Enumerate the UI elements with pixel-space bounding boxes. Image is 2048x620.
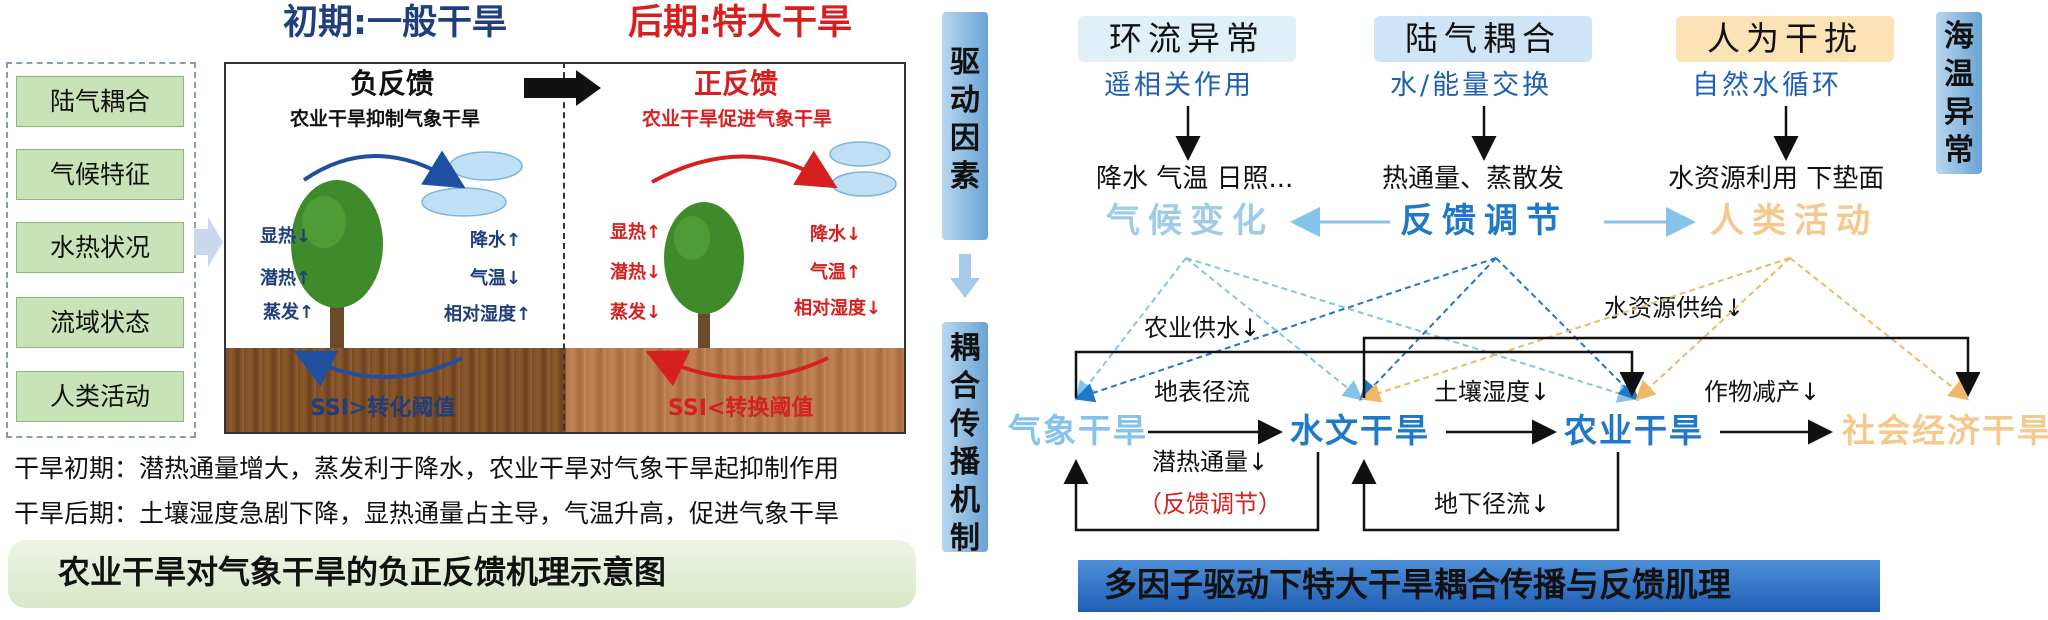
pos-evaporation: 蒸发↓	[610, 302, 662, 323]
factor-hydrothermal: 水热状况	[16, 222, 184, 273]
label-groundwater: 地下径流↓	[1434, 490, 1551, 518]
caption-late: 干旱后期：土壤湿度急剧下降，显热通量占主导，气温升高，促进气象干旱	[14, 499, 840, 528]
node-socioeconomic-drought: 社会经济干旱	[1842, 411, 2048, 450]
pos-ssi-threshold: SSI<转换阈值	[668, 396, 814, 421]
head-circulation: 环流异常	[1078, 16, 1296, 62]
right-banner	[1078, 560, 1880, 612]
factor-human: 人类活动	[16, 371, 184, 422]
pos-latent-heat: 潜热↓	[610, 262, 662, 283]
node-meteorological-drought: 气象干旱	[1008, 411, 1148, 450]
label-agri-water-supply: 农业供水↓	[1144, 314, 1261, 342]
label-water-resource-supply: 水资源供给↓	[1604, 294, 1745, 322]
coupling-label: 耦合传播机制	[942, 330, 988, 558]
title-early: 初期:一般干旱	[283, 3, 507, 43]
title-late: 后期:特大干旱	[628, 3, 852, 43]
driver-label: 驱动因素	[942, 44, 988, 196]
left-banner	[8, 540, 916, 608]
line-feedback-loop	[1063, 452, 1320, 532]
label-surface-runoff: 地表径流	[1154, 378, 1250, 406]
driver-down-arrow	[950, 254, 980, 298]
pos-precipitation: 降水↓	[810, 224, 862, 245]
caption-early: 干旱初期：潜热通量增大，蒸发利于降水，农业干旱对气象干旱起抑制作用	[14, 454, 840, 483]
panel-divider	[563, 62, 565, 430]
neg-feedback-title: 负反馈	[350, 67, 435, 100]
label-crop-reduction: 作物减产↓	[1704, 378, 1821, 406]
node-agricultural-drought: 农业干旱	[1564, 411, 1704, 450]
pos-temperature: 气温↑	[810, 262, 862, 283]
right-banner-title: 多因子驱动下特大干旱耦合传播与反馈肌理	[1104, 565, 1731, 604]
coupling-label-text: 耦合传播机制	[950, 331, 980, 556]
sst-bar	[1936, 12, 1982, 174]
human-activity: 人类活动	[1710, 201, 1878, 241]
sst-label: 海温异常	[1936, 18, 1982, 170]
neg-arrow-top	[302, 150, 466, 189]
mid-water-use: 水资源利用 下垫面	[1668, 164, 1885, 194]
head-land-atmosphere: 陆气耦合	[1374, 16, 1592, 62]
neg-evaporation: 蒸发↑	[263, 302, 315, 323]
coupling-bar	[942, 322, 988, 552]
pos-sensible-heat: 显热↑	[610, 222, 662, 243]
factor-arrow	[194, 217, 223, 267]
pos-humidity: 相对湿度↓	[794, 298, 882, 319]
neg-temperature: 气温↓	[470, 268, 522, 289]
soil-right	[566, 348, 904, 432]
neg-arrow-bottom	[293, 350, 463, 387]
neg-precipitation: 降水↑	[470, 230, 522, 251]
driver-label-text: 驱动因素	[950, 45, 980, 194]
cloud-left	[421, 151, 523, 217]
sub-water-cycle: 自然水循环	[1692, 70, 1842, 101]
node-hydrological-drought: 水文干旱	[1290, 411, 1430, 450]
pos-feedback-title: 正反馈	[694, 67, 779, 100]
illustration-art	[291, 141, 897, 387]
mid-climate-vars: 降水 气温 日照...	[1096, 164, 1294, 194]
pos-arrow-top	[651, 150, 838, 189]
factor-climate: 气候特征	[16, 149, 184, 200]
sub-teleconnection: 遥相关作用	[1104, 70, 1254, 101]
neg-latent-heat: 潜热↑	[260, 268, 312, 289]
line-water-supply-top	[1362, 336, 1981, 398]
soil-left	[226, 348, 566, 432]
label-soil-moisture: 土壤湿度↓	[1434, 378, 1551, 406]
driver-bar	[942, 12, 988, 240]
neg-humidity: 相对湿度↑	[444, 304, 532, 325]
sub-water-energy: 水/能量交换	[1390, 70, 1553, 101]
stage-arrow	[524, 70, 601, 106]
neg-sensible-heat: 显热↓	[260, 226, 312, 247]
mid-heat-flux: 热通量、蒸散发	[1382, 164, 1565, 194]
pos-feedback-subtitle: 农业干旱促进气象干旱	[642, 108, 833, 130]
factor-basin: 流域状态	[16, 297, 184, 348]
head-human: 人为干扰	[1676, 16, 1894, 62]
left-banner-title: 农业干旱对气象干旱的负正反馈机理示意图	[58, 553, 667, 591]
pos-arrow-bottom	[645, 350, 829, 387]
climate-change: 气候变化	[1106, 201, 1274, 241]
neg-feedback-subtitle: 农业干旱抑制气象干旱	[290, 108, 481, 130]
factor-land-atmosphere: 陆气耦合	[16, 76, 184, 127]
label-latent-flux: 潜热通量↓	[1152, 448, 1269, 476]
label-feedback: （反馈调节）	[1138, 490, 1282, 518]
neg-ssi-threshold: SSI>转化阈值	[310, 396, 456, 421]
line-groundwater-loop	[1351, 452, 1620, 532]
sst-label-text: 海温异常	[1944, 19, 1974, 168]
line-agri-supply	[1074, 350, 1645, 398]
feedback-regulation: 反馈调节	[1400, 201, 1568, 241]
